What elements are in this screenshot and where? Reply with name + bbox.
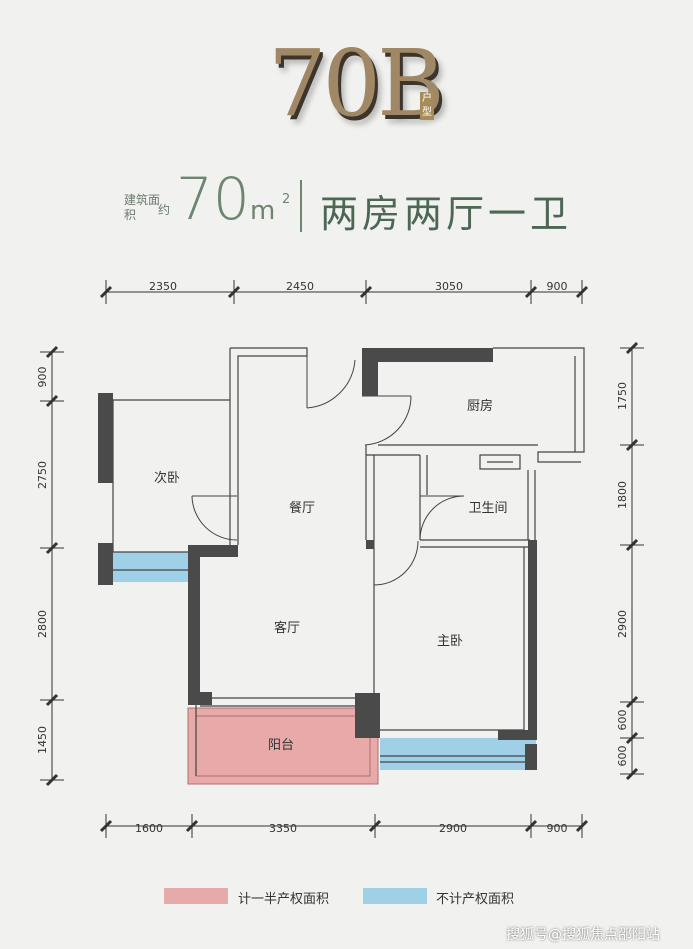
thin-walls xyxy=(112,347,585,776)
area-approx: 约 xyxy=(158,203,171,217)
dim-top-1: 2350 xyxy=(149,280,177,293)
legend-half-label: 计一半产权面积 xyxy=(238,892,330,907)
living-left-wall xyxy=(188,545,200,705)
dimension-ticks xyxy=(45,285,639,833)
dim-bottom-2: 3350 xyxy=(269,822,297,835)
dim-left-3: 2800 xyxy=(36,610,49,638)
dim-top-3: 3050 xyxy=(435,280,463,293)
bedroom-window-bay xyxy=(113,552,188,582)
legend-none-label: 不计产权面积 xyxy=(436,892,515,907)
dim-right-4: 600 xyxy=(616,710,629,731)
dim-top-4: 900 xyxy=(547,280,568,293)
kitchen-left-wall xyxy=(362,348,378,396)
dim-top-2: 2450 xyxy=(286,280,314,293)
dim-right-2: 1800 xyxy=(616,481,629,509)
thick-walls xyxy=(98,348,537,770)
room-dining: 餐厅 xyxy=(289,500,315,516)
dim-right-5: 600 xyxy=(616,746,629,767)
bedroom-wall-upper xyxy=(98,393,113,483)
room-living: 客厅 xyxy=(274,620,300,636)
bay-right-wall xyxy=(525,744,537,770)
dim-right-3: 2900 xyxy=(616,610,629,638)
dim-left-1: 900 xyxy=(36,367,49,388)
dim-bottom-1: 1600 xyxy=(135,822,163,835)
room-secondary-bedroom: 次卧 xyxy=(154,470,180,486)
legend-none-swatch xyxy=(363,888,427,904)
area-value: 70 xyxy=(176,165,250,233)
center-column xyxy=(355,693,380,738)
dim-left-2: 2750 xyxy=(36,461,49,489)
living-top-wall xyxy=(188,545,238,557)
master-bottom-wall xyxy=(498,730,536,740)
layout-description: 两房两厅一卫 xyxy=(320,192,573,236)
dim-bottom-4: 900 xyxy=(547,822,568,835)
room-kitchen: 厨房 xyxy=(467,398,493,414)
area-label: 建筑面积 xyxy=(124,193,161,222)
header-divider xyxy=(300,180,302,232)
unit-type-suffix: 户型 xyxy=(420,92,434,120)
area-unit-superscript: 2 xyxy=(282,192,291,207)
dim-left-4: 1450 xyxy=(36,726,49,754)
room-bathroom: 卫生间 xyxy=(468,501,507,516)
door-jamb xyxy=(366,540,374,549)
balcony-left-pier xyxy=(188,692,212,705)
bedroom-wall-lower xyxy=(98,543,113,585)
master-right-wall xyxy=(528,540,537,740)
master-bay-window xyxy=(380,738,536,770)
area-unit: m xyxy=(250,196,276,226)
dim-bottom-3: 2900 xyxy=(439,822,467,835)
unit-type-code: 70B xyxy=(268,30,445,137)
balcony-area xyxy=(187,707,379,785)
kitchen-top-wall xyxy=(362,348,493,362)
room-balcony: 阳台 xyxy=(268,738,294,753)
room-master-bedroom: 主卧 xyxy=(437,634,463,649)
watermark: 搜狐号@搜狐焦点邵阳站 xyxy=(506,927,660,943)
dim-right-1: 1750 xyxy=(616,382,629,410)
legend-half-swatch xyxy=(164,888,228,904)
